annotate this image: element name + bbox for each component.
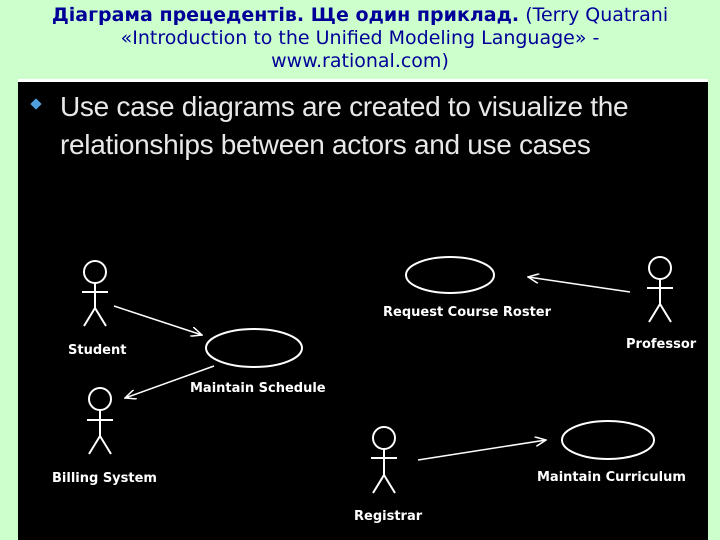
registrar-label: Registrar xyxy=(354,509,423,524)
citation-text-2: «Introduction to the Unified Modeling La… xyxy=(120,27,600,49)
bullet-text: Use case diagrams are created to visuali… xyxy=(60,91,629,160)
billing-system-actor-icon xyxy=(87,387,113,455)
slide-title: Діаграма прецедентів. Ще один приклад. (… xyxy=(0,4,720,73)
maintain-schedule-to-billing-arrow xyxy=(125,365,215,398)
slide-image-panel: Use case diagrams are created to visuali… xyxy=(18,82,708,540)
maintain-curriculum-label: Maintain Curriculum xyxy=(537,470,686,485)
registrar-to-maintain-curriculum-arrow xyxy=(417,440,546,461)
citation-text-1: (Terry Quatrani xyxy=(519,4,669,26)
maintain-schedule-usecase xyxy=(205,328,303,368)
citation-text-3: www.rational.com) xyxy=(271,50,449,72)
registrar-actor-icon xyxy=(371,426,397,494)
professor-to-request-roster-arrow xyxy=(528,277,631,293)
title-bold-text: Діаграма прецедентів. Ще один приклад. xyxy=(51,4,520,26)
student-to-maintain-schedule-arrow xyxy=(113,305,202,335)
title-line-1: Діаграма прецедентів. Ще один приклад. (… xyxy=(0,4,720,27)
student-actor-icon xyxy=(82,260,108,327)
billing-system-label: Billing System xyxy=(52,471,157,486)
professor-label: Professor xyxy=(626,337,697,352)
use-case-diagram: Student Billing System Professor Re xyxy=(52,256,697,524)
student-label: Student xyxy=(68,343,126,358)
maintain-curriculum-usecase xyxy=(561,420,655,460)
request-course-roster-usecase xyxy=(405,256,495,294)
professor-actor-icon xyxy=(647,256,673,323)
request-course-roster-label: Request Course Roster xyxy=(383,305,552,320)
maintain-schedule-label: Maintain Schedule xyxy=(190,381,326,396)
